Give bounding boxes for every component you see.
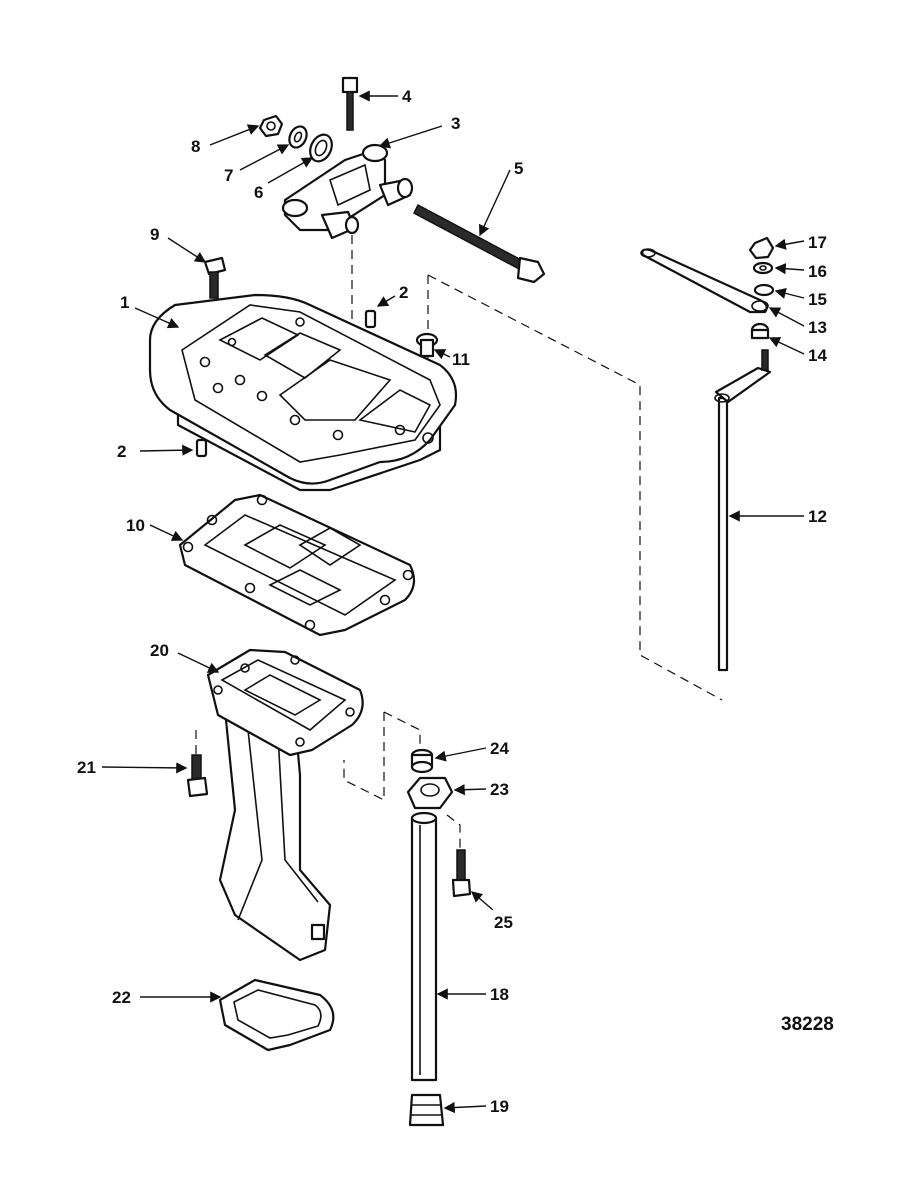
callout-17: 17 [808, 233, 827, 252]
adaptor-plate [148, 293, 458, 492]
callout-1: 1 [120, 293, 129, 312]
callout-18: 18 [490, 985, 509, 1004]
dowel-pin-upper [364, 309, 377, 329]
shaft-retainer [406, 776, 454, 810]
bushing-24 [410, 748, 434, 774]
tube-grommet [408, 1093, 445, 1127]
callout-10: 10 [126, 516, 145, 535]
callout-23: 23 [490, 780, 509, 799]
callout-15: 15 [808, 290, 827, 309]
callout-16: 16 [808, 262, 827, 281]
shift-bracket [281, 143, 414, 240]
callout-7: 7 [224, 166, 233, 185]
callout-22: 22 [112, 988, 131, 1007]
clip-15 [753, 283, 775, 297]
bushing-14 [750, 322, 770, 340]
gasket [178, 493, 416, 637]
long-bolt [413, 203, 546, 284]
shift-lever [640, 248, 769, 314]
figure-number: 38228 [781, 1014, 834, 1035]
callout-12: 12 [808, 507, 827, 526]
washer-16 [752, 261, 774, 275]
housing-seal [218, 978, 335, 1052]
callout-2-upper: 2 [399, 283, 408, 302]
callout-labels: 1 2 2 3 4 5 6 7 8 9 10 11 12 13 14 15 16… [77, 87, 827, 1116]
callout-8: 8 [191, 137, 200, 156]
shift-rod [714, 349, 772, 672]
callout-20: 20 [150, 641, 169, 660]
callout-2-lower: 2 [117, 442, 126, 461]
nut-17 [748, 236, 775, 260]
callout-25: 25 [494, 913, 513, 932]
callout-3: 3 [451, 114, 460, 133]
screw-21 [186, 754, 209, 798]
callout-19: 19 [490, 1097, 509, 1116]
washer [288, 125, 308, 149]
callout-11: 11 [452, 350, 470, 369]
screw-25 [451, 849, 472, 898]
leader-lines [101, 90, 805, 1114]
callout-13: 13 [808, 318, 827, 337]
callout-14: 14 [808, 346, 827, 365]
callout-9: 9 [150, 225, 159, 244]
water-tube [410, 811, 438, 1082]
driveshaft-housing [206, 648, 364, 962]
callout-4: 4 [402, 87, 412, 106]
spacer-ring [309, 133, 333, 163]
screw-11 [415, 332, 439, 358]
nut-upper [258, 114, 284, 138]
callout-5: 5 [514, 159, 523, 178]
callout-21: 21 [77, 758, 96, 777]
callout-24: 24 [490, 739, 509, 758]
callout-6: 6 [254, 183, 263, 202]
bolt-top [341, 76, 359, 131]
screw-9 [203, 256, 227, 299]
dowel-pin-lower [195, 438, 208, 458]
